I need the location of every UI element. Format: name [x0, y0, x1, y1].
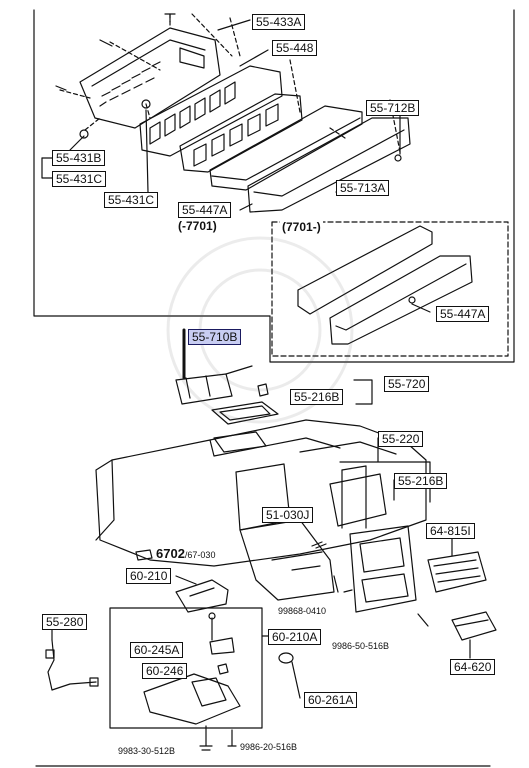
connector-6702	[135, 549, 153, 561]
steering-column-cover	[175, 579, 229, 613]
label-55-431C-left: 55-431C	[52, 171, 107, 187]
label-9986-50-516B: 9986-50-516B	[332, 641, 390, 651]
label-55-712B: 55-712B	[366, 100, 420, 116]
air-vent-side	[451, 611, 497, 641]
label-64-620: 64-620	[450, 659, 496, 675]
label-64-815I: 64-815I	[426, 523, 475, 539]
ashtray-cover	[213, 431, 267, 453]
label-60-246: 60-246	[142, 663, 188, 679]
label-60-261A: 60-261A	[304, 692, 358, 708]
label-99868-0410: 99868-0410	[278, 606, 327, 616]
variant-box-7701	[271, 221, 509, 357]
label-55-433A: 55-433A	[252, 14, 306, 30]
printed-circuit-board	[139, 65, 283, 157]
lower-column-cover	[143, 673, 241, 725]
label-55-220: 55-220	[378, 431, 424, 447]
center-trim-panel	[341, 465, 417, 613]
label-67-030: /67-030	[184, 550, 216, 560]
label-55-216B-top: 55-216B	[290, 389, 344, 405]
upper-assembly-frame	[33, 9, 515, 363]
label-55-280: 55-280	[42, 614, 88, 630]
label-55-447A-upper: 55-447A	[178, 202, 232, 218]
label-55-431C-center: 55-431C	[104, 192, 159, 208]
ashtray-assembly	[175, 365, 279, 425]
instrument-cluster-housing	[79, 27, 221, 129]
ignition-wire-harness	[45, 639, 99, 691]
label-55-216B-right: 55-216B	[394, 473, 448, 489]
label-55-713A: 55-713A	[336, 180, 390, 196]
label-60-210: 60-210	[126, 568, 172, 584]
gauge-face-plate	[179, 93, 303, 173]
label-60-210A: 60-210A	[268, 629, 322, 645]
label-51-030J: 51-030J	[262, 507, 314, 523]
label-55-448: 55-448	[272, 40, 318, 56]
meter-hood	[247, 117, 411, 213]
label-9986-20-516B: 9986-20-516B	[240, 742, 298, 752]
label-9983-30-512B: 9983-30-512B	[118, 746, 176, 756]
air-vent-center	[427, 551, 487, 593]
label-55-720: 55-720	[384, 376, 430, 392]
label-range-from-7701: (7701-)	[280, 220, 323, 234]
label-60-245A: 60-245A	[130, 642, 184, 658]
lower-cover-group-box	[109, 607, 263, 729]
label-55-710B[interactable]: 55-710B	[188, 329, 242, 345]
label-55-431B: 55-431B	[52, 150, 106, 166]
dashboard-panel	[95, 419, 427, 567]
meter-hood-variant	[297, 225, 473, 345]
meter-lens	[209, 105, 363, 191]
label-range-to-7701: (-7701)	[178, 219, 217, 233]
label-6702-number: 6702	[156, 546, 185, 561]
knob-cap	[278, 652, 294, 664]
label-55-447A-lower: 55-447A	[436, 306, 490, 322]
label-6702: 6702/67-030	[156, 547, 215, 561]
